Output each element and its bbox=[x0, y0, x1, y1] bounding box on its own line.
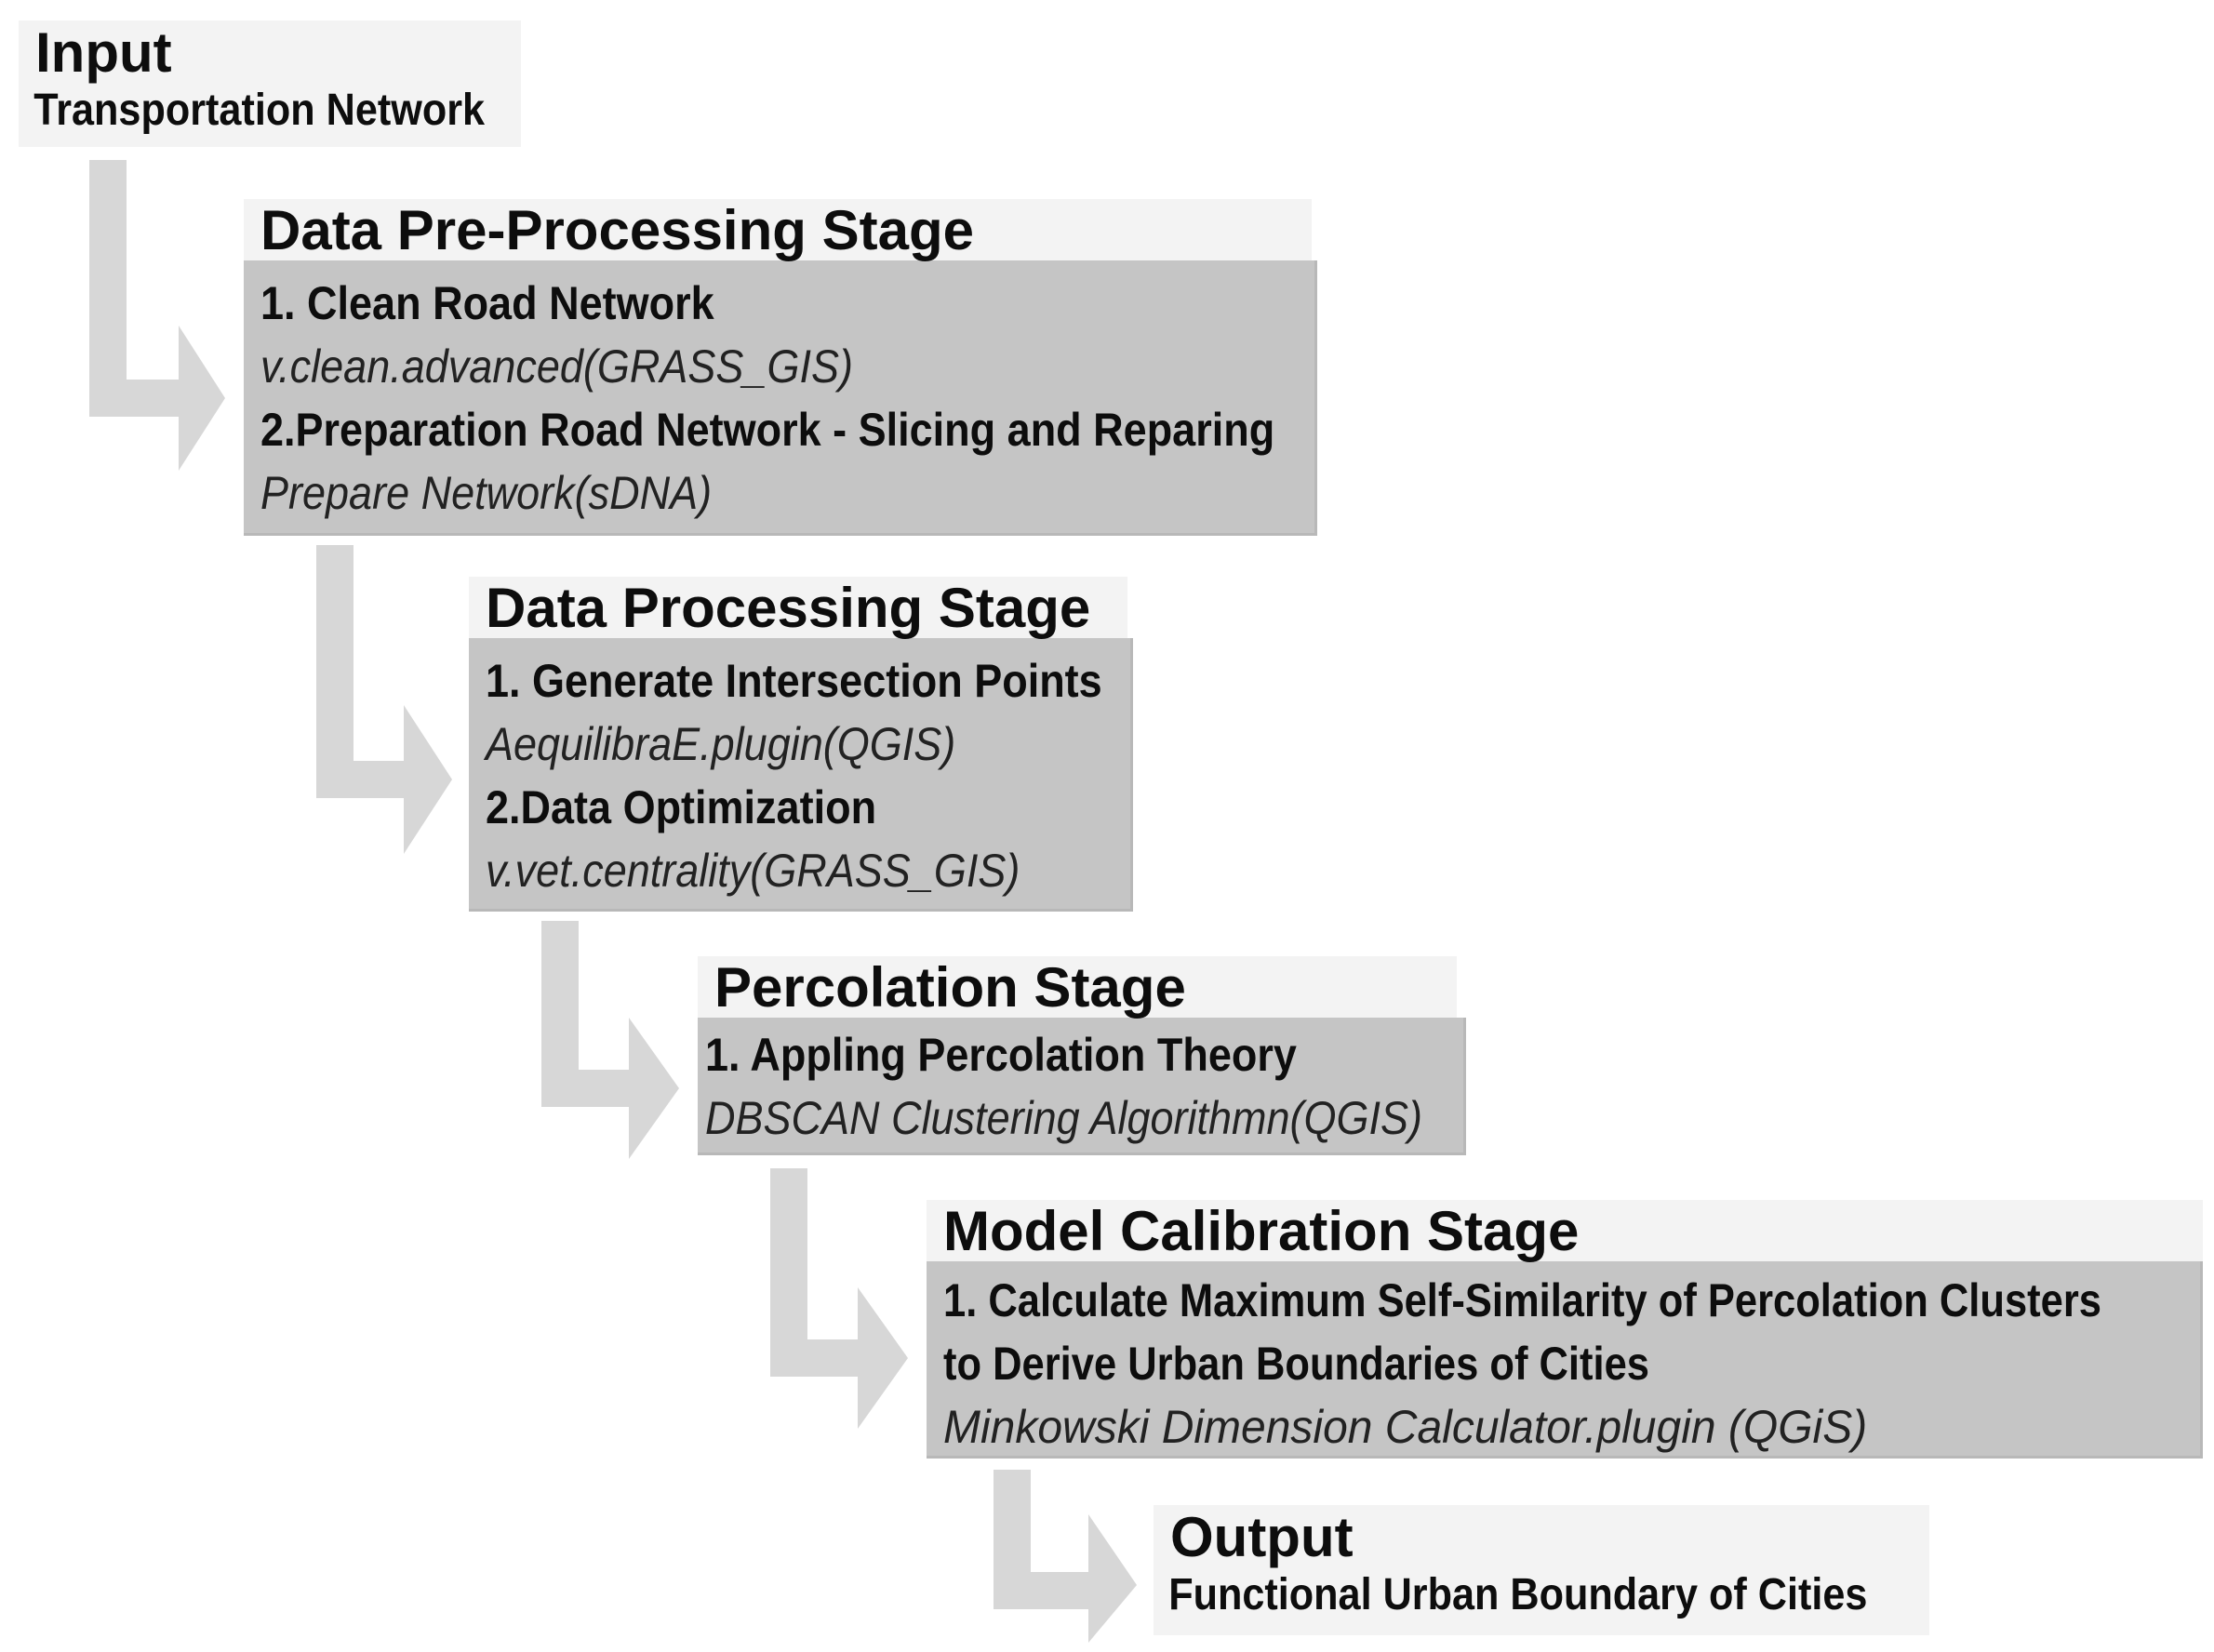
arrow-processing-to-percolation bbox=[541, 921, 679, 1159]
step-label-line1: 1. Calculate Maximum Self-Similarity of … bbox=[943, 1274, 2101, 1326]
input-header: Input Transportation Network bbox=[19, 20, 521, 147]
stage-title: Model Calibration Stage bbox=[943, 1200, 1580, 1262]
step-tool: AequilibraE.plugin(QGIS) bbox=[486, 718, 956, 770]
step-label-line2: to Derive Urban Boundaries of Cities bbox=[943, 1338, 1649, 1390]
step-label: 2.Data Optimization bbox=[486, 781, 877, 833]
stage-title: Percolation Stage bbox=[714, 956, 1186, 1019]
step-tool: v.clean.advanced(GRASS_GIS) bbox=[260, 340, 853, 393]
output-header: Output Functional Urban Boundary of Citi… bbox=[1154, 1505, 1929, 1635]
input-box: Input Transportation Network bbox=[19, 20, 521, 147]
stage-body: 1. Generate Intersection Points Aequilib… bbox=[469, 638, 1133, 912]
step-tool: v.vet.centrality(GRASS_GIS) bbox=[486, 845, 1020, 897]
arrow-input-to-preprocessing bbox=[89, 160, 225, 471]
stage-data-preprocessing: Data Pre-Processing Stage 1. Clean Road … bbox=[244, 199, 1317, 536]
arrow-calibration-to-output bbox=[994, 1470, 1137, 1643]
stage-header: Model Calibration Stage bbox=[927, 1200, 2203, 1262]
stage-header: Percolation Stage bbox=[698, 956, 1457, 1019]
stage-percolation: Percolation Stage 1. Appling Percolation… bbox=[698, 956, 1466, 1155]
stage-model-calibration: Model Calibration Stage 1. Calculate Max… bbox=[927, 1200, 2203, 1459]
step-tool: Minkowski Dimension Calculator.plugin (Q… bbox=[943, 1401, 1868, 1453]
stage-body: 1. Calculate Maximum Self-Similarity of … bbox=[927, 1261, 2203, 1459]
step-label: 2.Preparation Road Network - Slicing and… bbox=[260, 404, 1275, 456]
stage-data-processing: Data Processing Stage 1. Generate Inters… bbox=[469, 577, 1133, 912]
arrow-percolation-to-calibration bbox=[770, 1168, 908, 1429]
output-box: Output Functional Urban Boundary of Citi… bbox=[1154, 1505, 1929, 1635]
stage-title: Data Processing Stage bbox=[486, 577, 1091, 639]
step-label: 1. Clean Road Network bbox=[260, 277, 714, 329]
arrow-preprocessing-to-processing bbox=[316, 545, 452, 854]
output-title: Output bbox=[1170, 1506, 1354, 1568]
stage-body: 1. Clean Road Network v.clean.advanced(G… bbox=[244, 260, 1317, 536]
output-subtitle: Functional Urban Boundary of Cities bbox=[1168, 1570, 1868, 1619]
step-label: 1. Generate Intersection Points bbox=[486, 655, 1102, 707]
step-label: 1. Appling Percolation Theory bbox=[705, 1029, 1297, 1081]
stage-header: Data Pre-Processing Stage bbox=[244, 199, 1312, 261]
input-subtitle: Transportation Network bbox=[33, 86, 486, 135]
input-title: Input bbox=[35, 21, 172, 84]
step-tool: DBSCAN Clustering Algorithmn(QGIS) bbox=[705, 1092, 1423, 1144]
stage-header: Data Processing Stage bbox=[469, 577, 1127, 639]
stage-title: Data Pre-Processing Stage bbox=[260, 199, 974, 261]
step-tool: Prepare Network(sDNA) bbox=[260, 467, 713, 519]
stage-body: 1. Appling Percolation Theory DBSCAN Clu… bbox=[698, 1018, 1466, 1155]
